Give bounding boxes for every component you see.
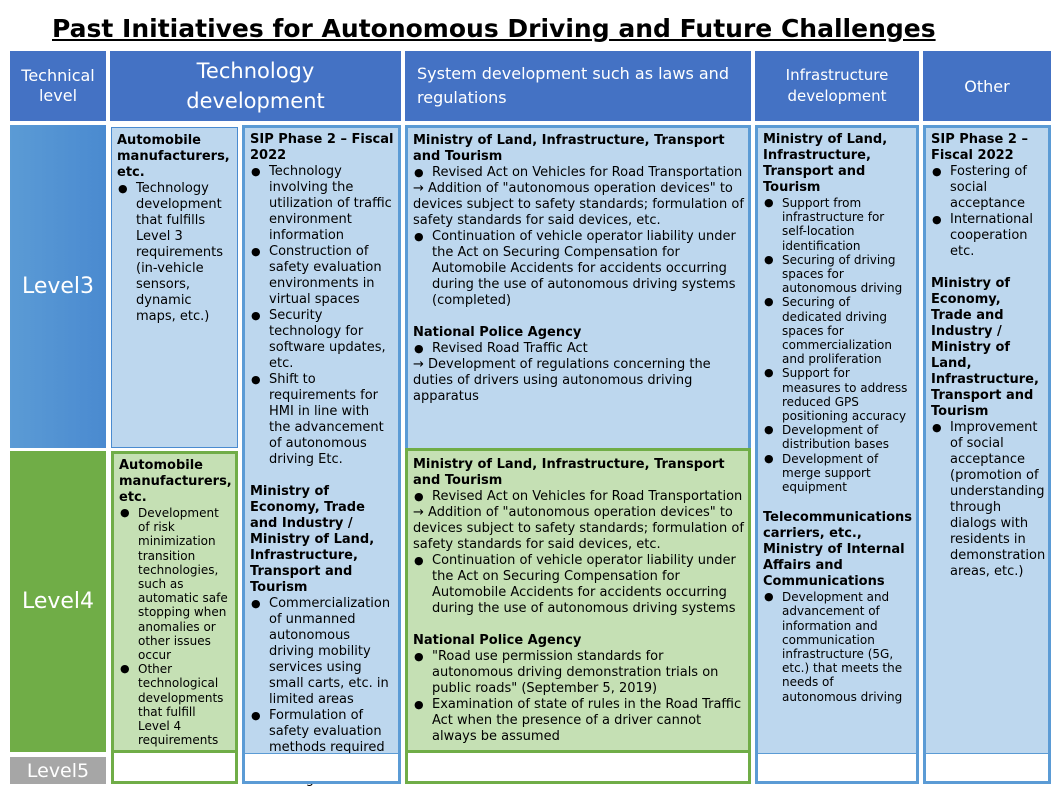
other-sip-heading: SIP Phase 2 – Fiscal 2022 [931, 132, 1028, 163]
list-item: Development of distribution bases [763, 423, 912, 451]
tech-l3-manufacturers-heading: Automobile manufacturers, etc. [117, 133, 230, 180]
system-l4-cell: Ministry of Land, Infrastructure, Transp… [405, 448, 751, 753]
list-item: Examination of state of rules in the Roa… [413, 697, 744, 745]
tech-l4-manufacturers-cell: Automobile manufacturers, etc. Developme… [111, 451, 238, 753]
list-item: Revised Act on Vehicles for Road Transpo… [413, 489, 744, 505]
system-l5-cell [405, 753, 751, 784]
list-item: Securing of dedicated driving spaces for… [763, 295, 912, 366]
header-technology-development: Technology development [110, 51, 401, 121]
list-item: Technology involving the utilization of … [250, 164, 394, 244]
header-system-development: System development such as laws and regu… [405, 51, 751, 121]
list-item: Improvement of social acceptance (promot… [931, 420, 1045, 580]
header-technology-development-label: Technology development [186, 59, 325, 113]
level5-text: Level5 [26, 759, 90, 782]
list-item: Commercialization of unmanned autonomous… [250, 596, 394, 708]
list-item: Security technology for software updates… [250, 308, 394, 372]
header-infrastructure-development-label: Infrastructure development [785, 66, 889, 105]
header-other: Other [923, 51, 1051, 121]
system-l3-note2: → Development of regulations concerning … [413, 357, 711, 404]
level3-text: Level3 [21, 274, 95, 299]
list-item: Shift to requirements for HMI in line wi… [250, 372, 394, 468]
other-meti-heading: Ministry of Economy, Trade and Industry … [931, 276, 1039, 419]
tech-l5-sip-cell [242, 753, 401, 784]
list-item: Development of merge support equipment [763, 452, 912, 495]
infrastructure-mlit-heading: Ministry of Land, Infrastructure, Transp… [763, 132, 888, 195]
other-cell: SIP Phase 2 – Fiscal 2022 Fostering of s… [923, 125, 1051, 753]
list-item: Technology development that fulfills Lev… [117, 181, 233, 325]
tech-sip-cell: SIP Phase 2 – Fiscal 2022 Technology inv… [242, 125, 401, 787]
tech-sip-heading: SIP Phase 2 – Fiscal 2022 [250, 132, 394, 163]
list-item: Fostering of social acceptance [931, 164, 1044, 212]
header-technical-level-label: Technical level [21, 66, 95, 105]
list-item: Development of risk minimization transit… [119, 506, 231, 662]
list-item: Development and advancement of informati… [763, 590, 912, 704]
system-l3-npa-heading: National Police Agency [413, 325, 582, 340]
list-item: Support for measures to address reduced … [763, 366, 912, 423]
list-item: Continuation of vehicle operator liabili… [413, 229, 744, 309]
tech-l5-manufacturers-cell [111, 753, 238, 784]
infrastructure-cell: Ministry of Land, Infrastructure, Transp… [755, 125, 919, 753]
header-system-development-label: System development such as laws and regu… [417, 64, 729, 107]
system-l3-cell: Ministry of Land, Infrastructure, Transp… [405, 125, 751, 448]
page-title: Past Initiatives for Autonomous Driving … [52, 14, 936, 43]
list-item: "Road use permission standards for auton… [413, 649, 744, 697]
tech-l3-manufacturers-cell: Automobile manufacturers, etc. Technolog… [111, 127, 238, 448]
list-item: Securing of driving spaces for autonomou… [763, 253, 912, 296]
level4-label: Level4 [10, 451, 106, 752]
header-other-label: Other [964, 76, 1010, 96]
list-item: Continuation of vehicle operator liabili… [413, 553, 744, 617]
level5-label: Level5 [10, 757, 106, 784]
level4-text: Level4 [21, 589, 95, 614]
system-l4-note1: → Addition of "autonomous operation devi… [413, 505, 744, 552]
other-l5-cell [923, 753, 1051, 784]
system-l4-npa-heading: National Police Agency [413, 633, 582, 648]
system-l3-note1: → Addition of "autonomous operation devi… [413, 181, 744, 228]
list-item: Support from infrastructure for self-loc… [763, 196, 912, 253]
system-l4-mlit-heading: Ministry of Land, Infrastructure, Transp… [413, 457, 725, 488]
tech-meti-heading: Ministry of Economy, Trade and Industry … [250, 484, 375, 595]
list-item: Construction of safety evaluation enviro… [250, 244, 394, 308]
list-item: Revised Road Traffic Act [413, 341, 744, 357]
tech-l4-manufacturers-heading: Automobile manufacturers, etc. [119, 458, 232, 505]
header-technical-level: Technical level [10, 51, 106, 121]
infrastructure-telecom-heading: Telecommunications carriers, etc., Minis… [763, 510, 912, 590]
infrastructure-l5-cell [755, 753, 919, 784]
level3-label: Level3 [10, 125, 106, 448]
list-item: Revised Act on Vehicles for Road Transpo… [413, 165, 744, 181]
list-item: International cooperation etc. [931, 212, 1044, 260]
list-item: Other technological developments that fu… [119, 662, 231, 747]
system-l3-mlit-heading: Ministry of Land, Infrastructure, Transp… [413, 133, 725, 164]
header-infrastructure-development: Infrastructure development [755, 51, 919, 121]
